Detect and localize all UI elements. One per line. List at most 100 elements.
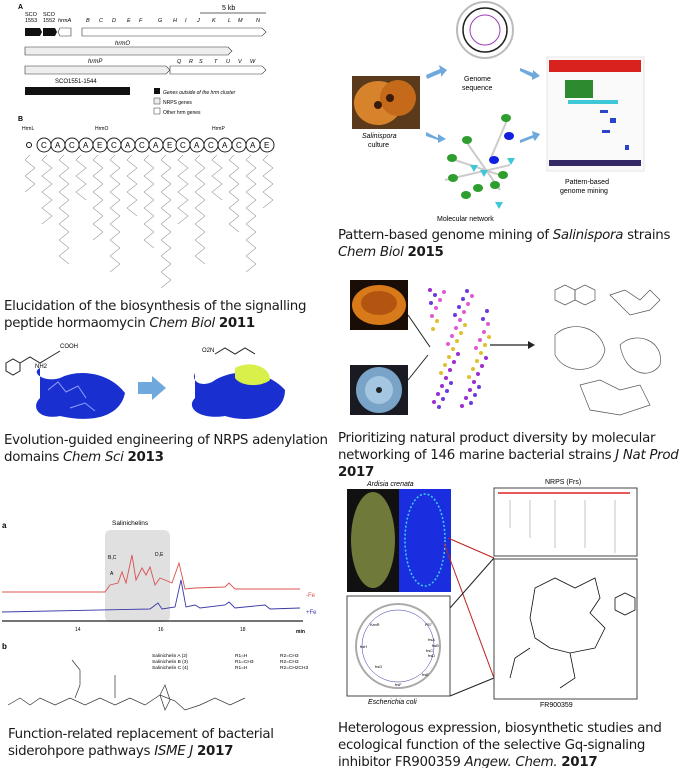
plasmid-gene-label: KanR xyxy=(370,623,380,627)
svg-text:A: A xyxy=(250,141,256,150)
peak-label: D,E xyxy=(155,552,164,558)
svg-text:A: A xyxy=(222,141,228,150)
gene-label: C xyxy=(99,18,103,24)
table-cell: R2=CH3 xyxy=(280,653,299,659)
legend-item: Other hrm genes xyxy=(163,110,201,116)
plasmid-gene-label: frsE xyxy=(422,673,429,677)
caption-fr900359: Heterologous expression, biosynthetic st… xyxy=(338,720,662,768)
plasmid-gene-label: frsG xyxy=(375,665,382,669)
gene-label: T xyxy=(214,59,218,65)
gene-label: H xyxy=(173,18,177,24)
svg-text:A: A xyxy=(83,141,89,150)
svg-text:C: C xyxy=(236,141,242,150)
salinispora-figure: Genome sequence Salinispora culture Patt… xyxy=(340,0,680,225)
genome-label: Genome xyxy=(464,76,491,83)
gene-label: D xyxy=(112,18,116,24)
gene-label: F xyxy=(139,18,143,24)
gene-label: SCO xyxy=(25,12,38,18)
network-label: Molecular network xyxy=(437,216,494,223)
svg-text:C: C xyxy=(111,141,117,150)
year: 2011 xyxy=(218,316,255,331)
table-cell: R2=CH3 xyxy=(280,659,299,665)
caption-text: inhibitor FR900359 xyxy=(338,755,465,768)
plasmid-gene-label: frsF xyxy=(395,683,402,687)
nrps-label: NRPS (Frs) xyxy=(545,479,581,486)
svg-text:C: C xyxy=(41,141,47,150)
trace-plus-fe xyxy=(1,579,301,613)
axis-unit: min xyxy=(296,629,305,635)
culture-label: Salinispora xyxy=(362,133,397,140)
caption-text: peptide hormaomycin xyxy=(4,316,150,331)
genome-label: sequence xyxy=(462,85,492,92)
gene-label: R xyxy=(189,59,193,65)
tick-label: 16 xyxy=(158,627,164,633)
svg-text:E: E xyxy=(97,141,102,150)
salinichelin-figure: a Salinichelins -Fe +Fe A B,C D,E 14 16 … xyxy=(0,505,340,725)
protein-label: HrmL xyxy=(22,126,34,132)
year: 2013 xyxy=(127,450,164,465)
trace-label: -Fe xyxy=(306,593,316,599)
year: 2017 xyxy=(338,465,375,480)
caption-text: domains xyxy=(4,450,63,465)
gene-label: 1553 xyxy=(25,18,37,24)
year: 2015 xyxy=(407,245,444,260)
journal: Angew. Chem. xyxy=(464,755,558,768)
gene-label: L xyxy=(228,18,231,24)
svg-text:C: C xyxy=(69,141,75,150)
gene-label-hrmp: hrmP xyxy=(88,59,102,65)
caption-text: ecological function of the selective Gq-… xyxy=(338,738,646,753)
plasmid-gene-label: P57 xyxy=(425,623,432,627)
gene-label: S xyxy=(199,59,203,65)
journal: Chem Sci xyxy=(62,450,124,465)
pattern-label: Pattern-based xyxy=(565,179,609,186)
gene-label: Q xyxy=(177,59,182,65)
svg-text:A: A xyxy=(153,141,159,150)
gene-label: J xyxy=(196,18,200,24)
tick-label: 14 xyxy=(75,627,81,633)
domain-E xyxy=(259,137,275,153)
gene-label: E xyxy=(127,18,131,24)
gene-label: W xyxy=(250,59,256,65)
table-cell: Salinichelin B (3) xyxy=(152,659,188,665)
shade-title: Salinichelins xyxy=(112,520,149,527)
svg-text:A: A xyxy=(55,141,61,150)
svg-text:E: E xyxy=(264,141,269,150)
gene-label-hrmo: hrmO xyxy=(115,41,130,47)
table-cell: R1=H xyxy=(235,665,248,671)
networking-figure xyxy=(340,275,680,425)
plasmid-gene-label: frsD xyxy=(428,654,435,658)
gene-label: hrmA xyxy=(58,18,71,24)
gene-label: N xyxy=(256,18,260,24)
caption-networking: Prioritizing natural product diversity b… xyxy=(338,430,680,481)
peak-label: A xyxy=(110,571,114,577)
caption-text: networking of 146 marine bacterial strai… xyxy=(338,448,616,463)
protein-label: HrmP xyxy=(212,126,225,132)
table-cell: Salinichelin C (4) xyxy=(152,665,189,671)
tick-label: 18 xyxy=(240,627,246,633)
scale-label: 5 kb xyxy=(222,5,235,12)
svg-text:A: A xyxy=(194,141,200,150)
plasmid-gene-label: frsA xyxy=(428,638,435,642)
gene-range-label: SCO1551-1544 xyxy=(55,79,97,85)
table-cell: Salinichelin A (2) xyxy=(152,653,188,659)
journal: ISME J xyxy=(154,744,194,759)
gene-label: 1552 xyxy=(43,18,55,24)
journal: J Nat Prod xyxy=(615,448,679,463)
gene-label: K xyxy=(212,18,216,24)
caption-text: Pattern-based genome mining of xyxy=(338,228,553,243)
culture-label: culture xyxy=(368,142,389,149)
journal: Chem Biol xyxy=(338,245,404,260)
caption-text: Prioritizing natural product diversity b… xyxy=(338,431,656,446)
plant-label: Ardisia crenata xyxy=(366,481,414,488)
year: 2017 xyxy=(561,755,598,768)
journal: Chem Biol xyxy=(149,316,215,331)
caption-text: siderohpore pathways xyxy=(8,744,155,759)
panel-label-a: A xyxy=(18,4,23,11)
chem-label: O2N xyxy=(202,348,214,354)
legend-item: Genes outside of the hrm cluster xyxy=(163,90,236,96)
gene-label: I xyxy=(185,18,187,24)
caption-salinispora: Pattern-based genome mining of Salinispo… xyxy=(338,227,670,261)
